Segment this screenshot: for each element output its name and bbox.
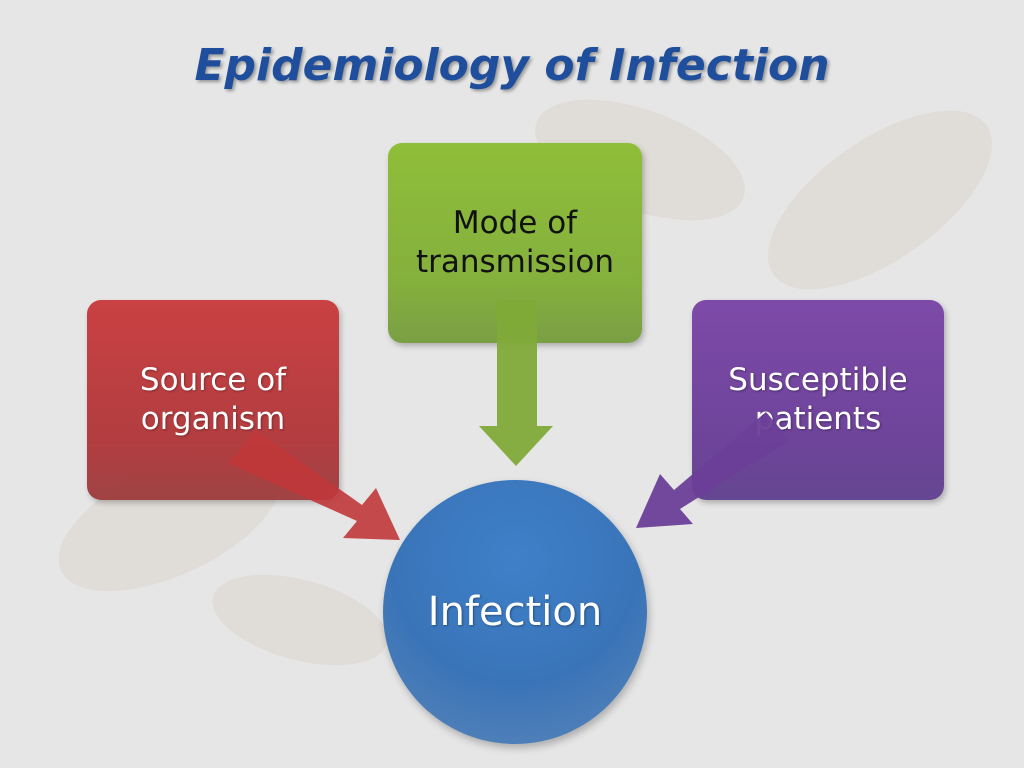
infection-label: Infection <box>427 589 603 635</box>
source-of-organism-box: Source of organism <box>87 300 339 500</box>
mode-of-transmission-label: Mode of transmission <box>415 205 615 280</box>
mode-of-transmission-box: Mode of transmission <box>388 143 642 343</box>
susceptible-patients-box: Susceptible patients <box>692 300 944 500</box>
source-of-organism-label: Source of organism <box>139 362 287 437</box>
susceptible-patients-label: Susceptible patients <box>728 362 908 437</box>
infection-circle: Infection <box>383 480 647 744</box>
page-title: Epidemiology of Infection <box>194 40 830 91</box>
